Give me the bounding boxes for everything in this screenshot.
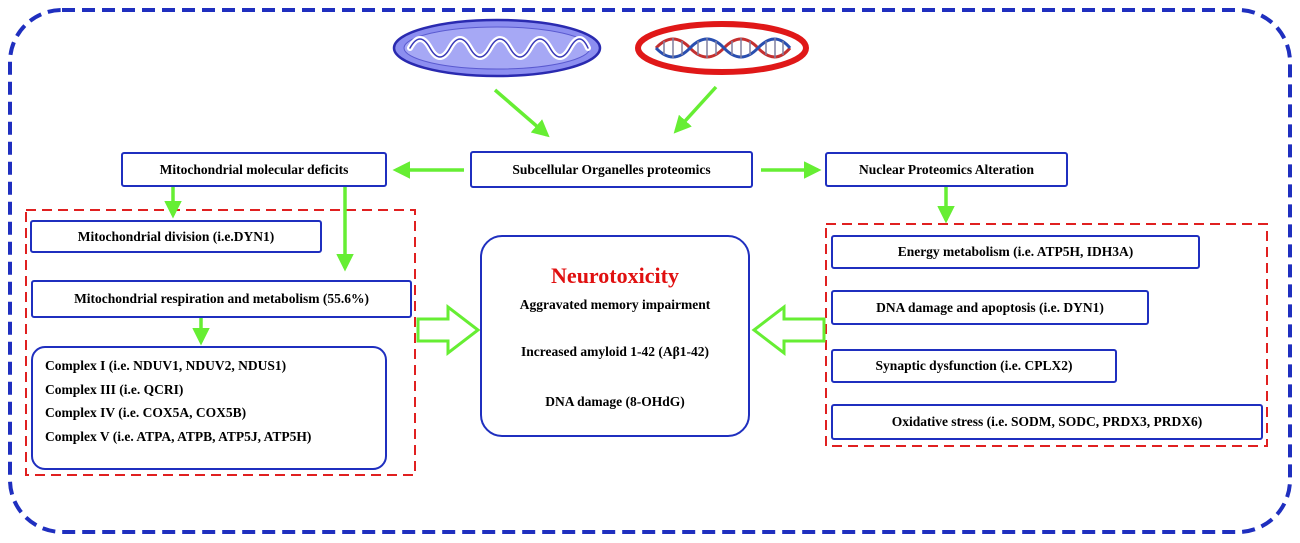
mitochondrial-deficits-box: Mitochondrial molecular deficits — [121, 152, 387, 187]
mitochondrial-respiration-label: Mitochondrial respiration and metabolism… — [74, 291, 369, 306]
synaptic-dysfunction-label: Synaptic dysfunction (i.e. CPLX2) — [875, 358, 1073, 373]
left-group-frame — [25, 209, 416, 476]
oxidative-stress-label: Oxidative stress (i.e. SODM, SODC, PRDX3… — [891, 414, 1203, 429]
energy-metabolism-box: Energy metabolism (i.e. ATP5H, IDH3A) — [831, 235, 1200, 269]
arrow-mito-to-proteomics — [493, 88, 550, 138]
dna-damage-apoptosis-label: DNA damage and apoptosis (i.e. DYN1) — [876, 299, 1104, 315]
dna-icon — [635, 21, 809, 75]
mitochondrial-division-box: Mitochondrial division (i.e.DYN1) — [30, 220, 322, 253]
outer-frame — [8, 8, 1292, 534]
mitochondrial-division-label: Mitochondrial division (i.e.DYN1) — [77, 228, 275, 244]
energy-metabolism-label: Energy metabolism (i.e. ATP5H, IDH3A) — [897, 244, 1134, 259]
dna-damage-item: DNA damage (8-OHdG) — [545, 394, 685, 409]
subcellular-proteomics-label: Subcellular Organelles proteomics — [512, 161, 711, 177]
arrow-left-group-to-neurotoxicity — [416, 303, 481, 357]
complex-list-box: Complex I (i.e. NDUV1, NDUV2, NDUS1) Com… — [31, 346, 387, 470]
memory-impairment-item: Aggravated memory impairment — [519, 297, 711, 312]
arrow-right-group-to-neurotoxicity — [751, 303, 826, 357]
right-group-frame — [825, 223, 1268, 447]
oxidative-stress-box: Oxidative stress (i.e. SODM, SODC, PRDX3… — [831, 404, 1263, 440]
neurotoxicity-title: Neurotoxicity — [551, 263, 679, 288]
complex-iv-item: Complex IV (i.e. COX5A, COX5B) — [45, 405, 247, 420]
complex-v-item: Complex V (i.e. ATPA, ATPB, ATP5J, ATP5H… — [45, 428, 312, 444]
mitochondrial-deficits-label: Mitochondrial molecular deficits — [159, 161, 349, 177]
synaptic-dysfunction-box: Synaptic dysfunction (i.e. CPLX2) — [831, 349, 1117, 383]
complex-i-item: Complex I (i.e. NDUV1, NDUV2, NDUS1) — [45, 358, 287, 373]
neurotoxicity-box: Neurotoxicity Aggravated memory impairme… — [480, 235, 750, 437]
nuclear-proteomics-box: Nuclear Proteomics Alteration — [825, 152, 1068, 187]
complex-iii-item: Complex III (i.e. QCRI) — [45, 381, 184, 397]
mitochondrion-icon — [392, 18, 602, 78]
arrow-dna-to-proteomics — [673, 85, 718, 134]
dna-damage-apoptosis-box: DNA damage and apoptosis (i.e. DYN1) — [831, 290, 1149, 325]
amyloid-item: Increased amyloid 1-42 (Aβ1-42) — [521, 344, 709, 359]
mitochondrial-respiration-box: Mitochondrial respiration and metabolism… — [31, 280, 412, 318]
subcellular-proteomics-box: Subcellular Organelles proteomics — [470, 151, 753, 188]
nuclear-proteomics-label: Nuclear Proteomics Alteration — [859, 161, 1034, 177]
